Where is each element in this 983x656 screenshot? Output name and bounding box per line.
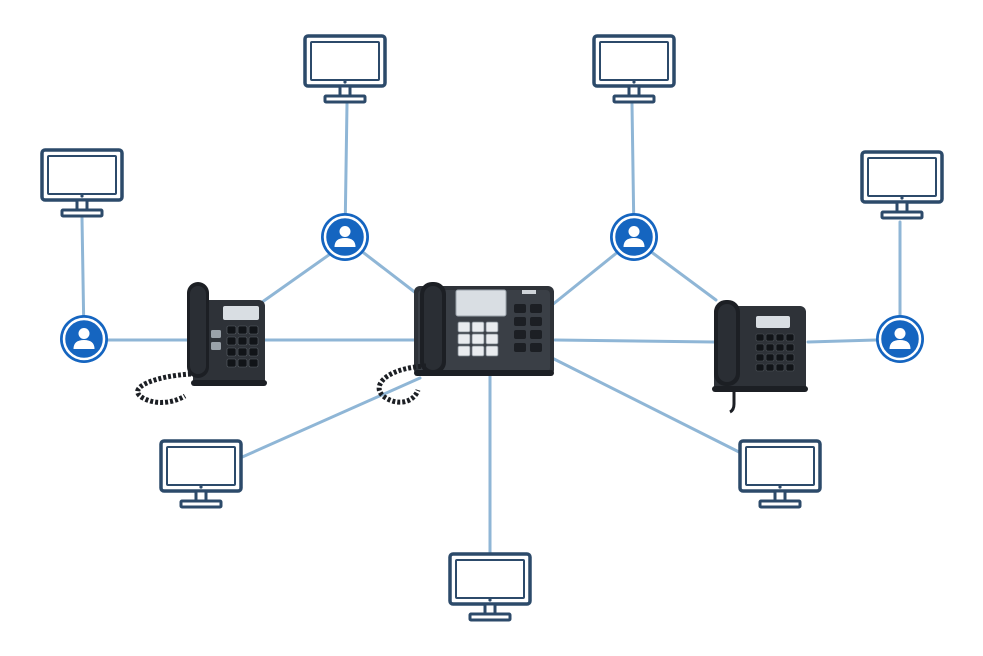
link-user-top-left-to-phone-left	[256, 250, 335, 307]
monitor-left-node	[40, 148, 124, 218]
monitor-icon	[159, 439, 243, 509]
user-top-left-node	[320, 212, 370, 262]
link-user-top-right-to-phone-center	[550, 249, 621, 307]
user-icon	[609, 212, 659, 262]
desk-phone-icon	[135, 282, 267, 405]
monitor-icon	[860, 150, 944, 220]
monitor-right-node	[860, 150, 944, 220]
desk-phone-icon	[712, 300, 808, 414]
desk-phone-icon	[376, 282, 554, 405]
user-top-right-node	[609, 212, 659, 262]
monitor-icon	[738, 439, 822, 509]
user-left-node	[59, 314, 109, 364]
link-phone-center-to-monitor-bottom-right	[550, 356, 747, 457]
monitor-top-left-node	[303, 34, 387, 104]
link-phone-right-to-user-right	[806, 338, 878, 344]
link-user-top-right-to-phone-right	[648, 249, 718, 302]
phone-center-node	[376, 282, 554, 405]
monitor-icon	[448, 552, 532, 622]
monitor-icon	[40, 148, 124, 218]
user-icon	[875, 314, 925, 364]
user-icon	[59, 314, 109, 364]
monitor-bottom-node	[448, 552, 532, 622]
link-phone-center-to-monitor-bottom-left	[238, 376, 422, 460]
monitor-bottom-right-node	[738, 439, 822, 509]
monitor-icon	[303, 34, 387, 104]
user-right-node	[875, 314, 925, 364]
user-icon	[320, 212, 370, 262]
link-phone-center-to-phone-right	[553, 338, 716, 344]
phone-right-node	[712, 300, 808, 414]
diagram-nodes	[40, 34, 944, 622]
monitor-top-right-node	[592, 34, 676, 104]
monitor-bottom-left-node	[159, 439, 243, 509]
connection-links	[80, 102, 902, 558]
phone-left-node	[135, 282, 267, 405]
monitor-icon	[592, 34, 676, 104]
